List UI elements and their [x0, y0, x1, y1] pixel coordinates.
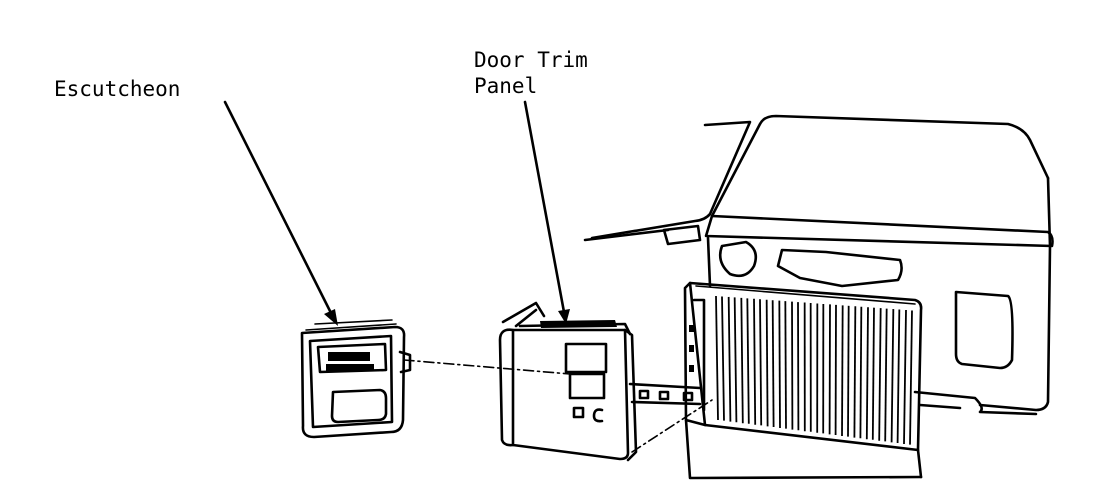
rib-line	[784, 301, 787, 429]
leader-arrow-escutcheon	[223, 100, 338, 326]
rib-line	[759, 299, 763, 426]
door-trim-panel-part	[498, 301, 638, 462]
rib-line	[853, 306, 857, 438]
rib-line	[847, 305, 850, 437]
rib-line	[878, 308, 882, 441]
rib-line	[715, 295, 719, 421]
door-frame-ribbed-panel	[683, 281, 923, 480]
vertical-ribs	[715, 295, 913, 445]
connector-rails	[628, 382, 713, 453]
rib-line	[746, 298, 750, 424]
door-outer-shell	[583, 114, 1054, 416]
rib-line	[740, 297, 744, 424]
rib-line	[909, 310, 913, 445]
leader-arrow-door-trim-panel	[523, 100, 570, 324]
rib-line	[884, 308, 888, 442]
rib-line	[753, 298, 757, 425]
rib-line	[727, 296, 732, 422]
rib-line	[733, 297, 738, 423]
rib-line	[890, 309, 895, 443]
rib-line	[871, 307, 875, 440]
label-escutcheon: Escutcheon	[54, 77, 180, 101]
rib-line	[865, 307, 869, 440]
rib-line	[903, 309, 907, 445]
label-door-trim-panel-line2: Panel	[474, 74, 537, 98]
rib-line	[859, 306, 863, 439]
escutcheon-part	[300, 319, 412, 439]
rib-line	[778, 300, 781, 429]
rib-line	[896, 309, 901, 444]
rib-line	[771, 300, 775, 428]
alignment-line	[403, 359, 571, 375]
rib-line	[765, 299, 769, 427]
label-door-trim-panel-line1: Door Trim	[474, 48, 588, 72]
rib-line	[841, 305, 844, 437]
rib-line	[721, 296, 725, 421]
